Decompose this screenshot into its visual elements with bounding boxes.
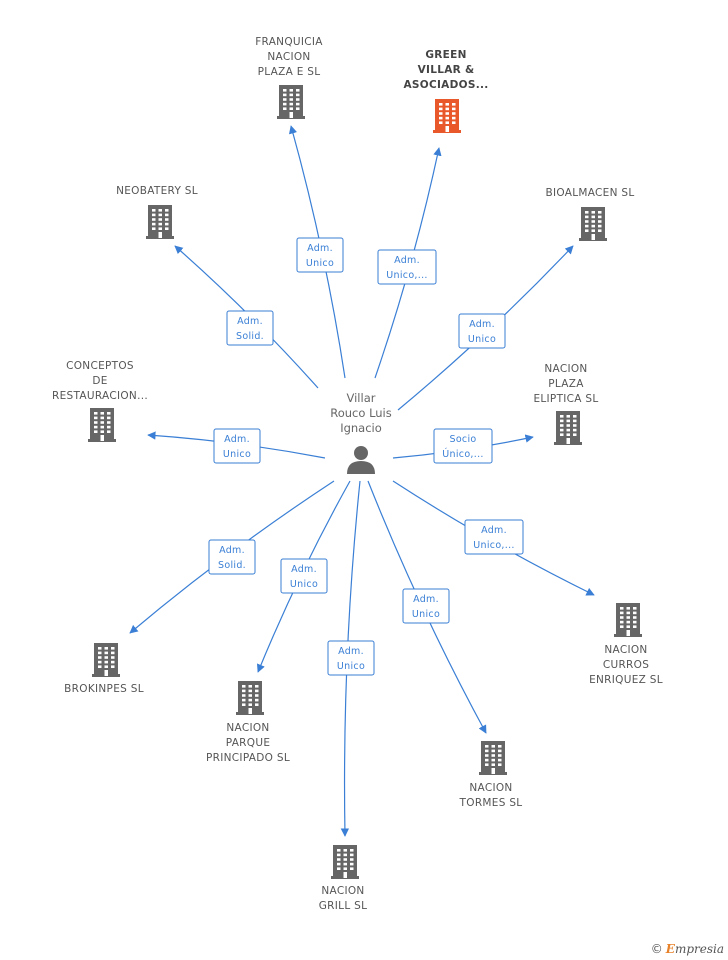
building-icon-brokinpes[interactable]	[92, 643, 120, 677]
role-text-elipt-line-0: Socio	[449, 434, 476, 445]
role-text-grill-line-1: Unico	[337, 661, 365, 672]
role-badge-curros: Adm. Unico,...	[464, 519, 524, 555]
role-badge-grill: Adm. Unico	[327, 640, 375, 676]
building-icon-curros[interactable]	[614, 603, 642, 637]
building-icon-franquicia[interactable]	[277, 85, 305, 119]
building-icon-conceptos[interactable]	[88, 408, 116, 442]
role-badge-conceptos: Adm. Unico	[213, 428, 261, 464]
company-name-conceptos-line-1[interactable]: DE	[92, 375, 107, 387]
role-text-parque-line-1: Unico	[290, 579, 318, 590]
person-name-line-0[interactable]: Villar	[347, 391, 376, 405]
role-text-tormes-line-1: Unico	[412, 609, 440, 620]
company-name-tormes-line-0[interactable]: NACION	[469, 782, 512, 794]
company-name-conceptos-line-0[interactable]: CONCEPTOS	[66, 360, 134, 372]
role-badge-bioalmacen: Adm. Unico	[458, 313, 506, 349]
role-badge-brokinpes: Adm. Solid.	[208, 539, 256, 575]
company-name-brokinpes-line-0[interactable]: BROKINPES SL	[64, 683, 144, 695]
company-name-parque-line-2[interactable]: PRINCIPADO SL	[206, 752, 290, 764]
role-text-franquicia-line-0: Adm.	[307, 243, 333, 254]
building-icon-neobatery[interactable]	[146, 205, 174, 239]
company-name-green-line-1[interactable]: VILLAR &	[418, 64, 475, 76]
building-icon-tormes[interactable]	[479, 741, 507, 775]
person-name-line-2[interactable]: Ignacio	[340, 421, 382, 435]
role-text-bioalmacen-line-1: Unico	[468, 334, 496, 345]
person-icon	[347, 446, 375, 474]
role-text-conceptos-line-0: Adm.	[224, 434, 250, 445]
company-name-curros-line-0[interactable]: NACION	[604, 644, 647, 656]
company-name-elipt-line-2[interactable]: ELIPTICA SL	[533, 393, 598, 405]
role-text-green-line-1: Unico,...	[386, 270, 427, 281]
building-icon-parque[interactable]	[236, 681, 264, 715]
role-text-franquicia-line-1: Unico	[306, 258, 334, 269]
role-text-elipt-line-1: Único,...	[442, 448, 483, 460]
edges-layer	[129, 125, 595, 837]
role-text-conceptos-line-1: Unico	[223, 449, 251, 460]
role-text-brokinpes-line-1: Solid.	[218, 560, 246, 571]
role-badge-green: Adm. Unico,...	[377, 249, 437, 285]
company-name-green-line-0[interactable]: GREEN	[425, 49, 466, 61]
company-name-conceptos-line-2[interactable]: RESTAURACION...	[52, 390, 148, 402]
role-badge-franquicia: Adm. Unico	[296, 237, 344, 273]
company-name-parque-line-0[interactable]: NACION	[226, 722, 269, 734]
role-text-green-line-0: Adm.	[394, 255, 420, 266]
building-icon-elipt[interactable]	[554, 411, 582, 445]
role-badge-tormes: Adm. Unico	[402, 588, 450, 624]
empresia-brand[interactable]: ©Empresia	[651, 942, 724, 956]
building-icon-green[interactable]	[433, 99, 461, 133]
nodes-layer: FRANQUICIA NACION PLAZA E SL GREEN VILLAR & A…	[52, 36, 663, 912]
person-name-line-1[interactable]: Rouco Luis	[330, 406, 392, 420]
role-text-neobatery-line-1: Solid.	[236, 331, 264, 342]
company-name-franquicia-line-1[interactable]: NACION	[267, 51, 310, 63]
company-name-elipt-line-0[interactable]: NACION	[544, 363, 587, 375]
company-name-franquicia-line-2[interactable]: PLAZA E SL	[258, 66, 321, 78]
role-text-brokinpes-line-0: Adm.	[219, 545, 245, 556]
role-text-parque-line-0: Adm.	[291, 564, 317, 575]
building-icon-grill[interactable]	[331, 845, 359, 879]
role-badge-elipt: SocioÚnico,...	[433, 428, 493, 464]
role-text-curros-line-1: Unico,...	[473, 540, 514, 551]
role-text-tormes-line-0: Adm.	[413, 594, 439, 605]
company-name-curros-line-2[interactable]: ENRIQUEZ SL	[589, 674, 663, 686]
company-name-bioalmacen-line-0[interactable]: BIOALMACEN SL	[545, 187, 634, 199]
role-badge-parque: Adm. Unico	[280, 558, 328, 594]
company-name-neobatery-line-0[interactable]: NEOBATERY SL	[116, 185, 198, 197]
role-text-neobatery-line-0: Adm.	[237, 316, 263, 327]
company-name-grill-line-1[interactable]: GRILL SL	[319, 900, 367, 912]
company-name-tormes-line-1[interactable]: TORMES SL	[459, 797, 523, 809]
brand-initial: E	[665, 942, 675, 956]
company-name-curros-line-1[interactable]: CURROS	[603, 659, 649, 671]
role-text-bioalmacen-line-0: Adm.	[469, 319, 495, 330]
role-badge-neobatery: Adm. Solid.	[226, 310, 274, 346]
role-text-grill-line-0: Adm.	[338, 646, 364, 657]
company-name-grill-line-0[interactable]: NACION	[321, 885, 364, 897]
copyright-symbol: ©	[650, 942, 663, 956]
brand-name: mpresia	[674, 942, 724, 956]
building-icon-bioalmacen[interactable]	[579, 207, 607, 241]
company-name-elipt-line-1[interactable]: PLAZA	[548, 378, 584, 390]
company-name-green-line-2[interactable]: ASOCIADOS...	[403, 79, 488, 91]
company-name-franquicia-line-0[interactable]: FRANQUICIA	[255, 36, 323, 48]
company-name-parque-line-1[interactable]: PARQUE	[226, 737, 271, 749]
role-text-curros-line-0: Adm.	[481, 525, 507, 536]
